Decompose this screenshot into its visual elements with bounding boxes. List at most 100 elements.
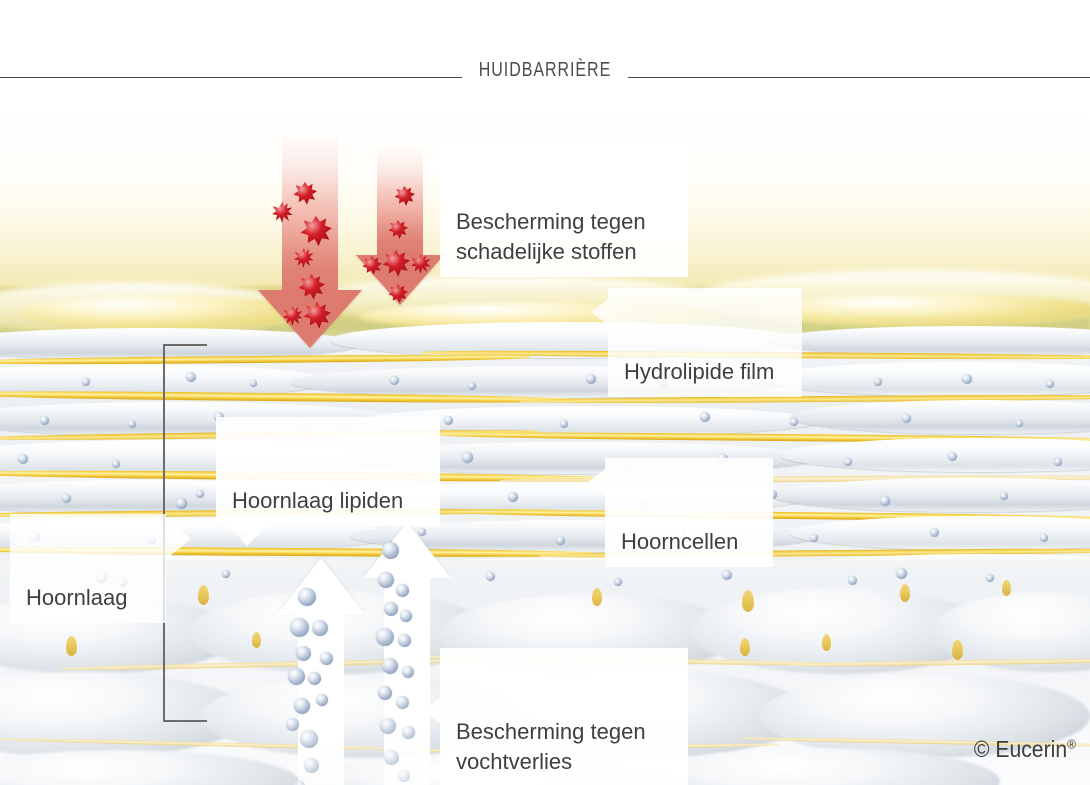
lipid-droplet <box>252 632 261 648</box>
moisture-droplet <box>320 652 333 665</box>
label-bescherming-tegen-vochtverlies[interactable]: Bescherming tegen vochtverlies <box>423 648 688 785</box>
callout-nib-left-icon <box>591 299 608 325</box>
water-droplet <box>112 460 120 468</box>
moisture-droplet <box>298 588 316 606</box>
harmful-particle <box>388 220 408 239</box>
water-droplet <box>444 416 453 425</box>
lipid-droplet <box>592 588 602 606</box>
moisture-droplet <box>312 620 328 636</box>
moisture-droplet <box>378 686 392 700</box>
moisture-droplet <box>376 628 394 646</box>
arrow-head <box>363 522 451 578</box>
water-droplet <box>250 380 257 387</box>
water-droplet <box>810 534 818 542</box>
water-droplet <box>508 492 518 502</box>
registered-trademark-icon: ® <box>1067 736 1076 752</box>
water-droplet <box>556 536 565 545</box>
lipid-droplet <box>740 638 750 656</box>
moisture-droplet <box>382 542 399 559</box>
harmful-particle <box>394 186 415 206</box>
arrow-head <box>258 290 362 348</box>
water-droplet <box>986 574 994 582</box>
label-text: Hoornlaag lipiden <box>232 488 404 513</box>
page-header: HUIDBARRIÈRE <box>0 0 1090 100</box>
lipid-droplet <box>66 636 77 656</box>
moisture-droplet <box>398 634 411 647</box>
moisture-droplet <box>384 602 398 616</box>
water-droplet <box>848 576 857 585</box>
water-droplet <box>486 572 495 581</box>
copyright-notice: © Eucerin® <box>974 736 1076 763</box>
corneocyte <box>790 400 1090 434</box>
moisture-droplet <box>300 730 318 748</box>
moisture-droplet <box>308 672 321 685</box>
water-droplet <box>40 416 49 425</box>
hydrolipid-blob-3 <box>760 294 1090 326</box>
moisture-droplet <box>396 696 409 709</box>
water-droplet <box>880 496 890 506</box>
lipid-droplet <box>742 590 754 612</box>
water-droplet <box>586 374 596 384</box>
water-droplet <box>560 420 568 428</box>
water-droplet <box>930 528 939 537</box>
label-text: Bescherming tegen vochtverlies <box>456 719 646 774</box>
water-droplet <box>700 412 710 422</box>
water-droplet <box>902 414 911 423</box>
moisture-droplet <box>304 758 319 773</box>
water-droplet <box>1054 458 1062 466</box>
page-title: HUIDBARRIÈRE <box>478 59 612 81</box>
moisture-droplet <box>286 718 299 731</box>
moisture-droplet <box>398 770 410 782</box>
water-droplet <box>1016 420 1023 427</box>
water-droplet <box>222 570 230 578</box>
moisture-droplet <box>402 726 415 739</box>
label-text: Hoornlaag <box>26 585 128 610</box>
water-droplet <box>896 568 907 579</box>
label-hydrolipide-film[interactable]: Hydrolipide film <box>591 288 802 397</box>
moisture-droplet <box>290 618 309 637</box>
water-droplet <box>1000 492 1008 500</box>
moisture-droplet <box>400 610 412 622</box>
label-text: Bescherming tegen schadelijke stoffen <box>456 209 646 264</box>
brand-name: Eucerin <box>995 736 1068 762</box>
water-droplet <box>196 490 204 498</box>
callout-nib-left-icon <box>588 469 605 495</box>
water-droplet <box>62 494 71 503</box>
moisture-droplet <box>316 694 328 706</box>
moisture-droplet <box>294 698 310 714</box>
corneocyte <box>770 326 1090 356</box>
corneocyte <box>770 478 1090 512</box>
water-droplet <box>186 372 196 382</box>
label-text: Hoorncellen <box>621 529 739 554</box>
callout-nib-down-icon <box>228 526 266 546</box>
moisture-droplet <box>382 658 398 674</box>
lipid-droplet <box>822 634 831 651</box>
corneocyte <box>790 516 1090 550</box>
callout-nib-left-icon <box>423 698 440 724</box>
bracket-tick-bottom <box>163 720 207 722</box>
water-droplet <box>128 420 136 428</box>
water-droplet <box>948 452 957 461</box>
bracket-tick-top <box>163 344 207 346</box>
header-rule-right <box>628 77 1090 78</box>
label-bescherming-tegen-schadelijke-stoffen[interactable]: Bescherming tegen schadelijke stoffen <box>423 138 688 277</box>
copyright-symbol: © <box>973 736 990 762</box>
label-hoornlaag-lipiden[interactable]: Hoornlaag lipiden <box>216 417 440 546</box>
arrow-head <box>277 558 365 614</box>
label-hoornlaag[interactable]: Hoornlaag <box>10 514 191 623</box>
moisture-droplet <box>292 780 305 785</box>
water-droplet <box>18 454 28 464</box>
water-droplet <box>1046 380 1054 388</box>
moisture-droplet <box>296 646 311 661</box>
lipid-droplet <box>952 640 963 660</box>
moisture-droplet <box>288 668 305 685</box>
harmful-particle <box>388 284 408 303</box>
corneocyte <box>780 438 1090 472</box>
label-hoorncellen[interactable]: Hoorncellen <box>588 458 773 567</box>
header-rule-left <box>0 77 462 78</box>
water-droplet <box>390 376 399 385</box>
water-droplet <box>962 374 972 384</box>
water-droplet <box>874 378 882 386</box>
moisture-droplet <box>402 666 414 678</box>
